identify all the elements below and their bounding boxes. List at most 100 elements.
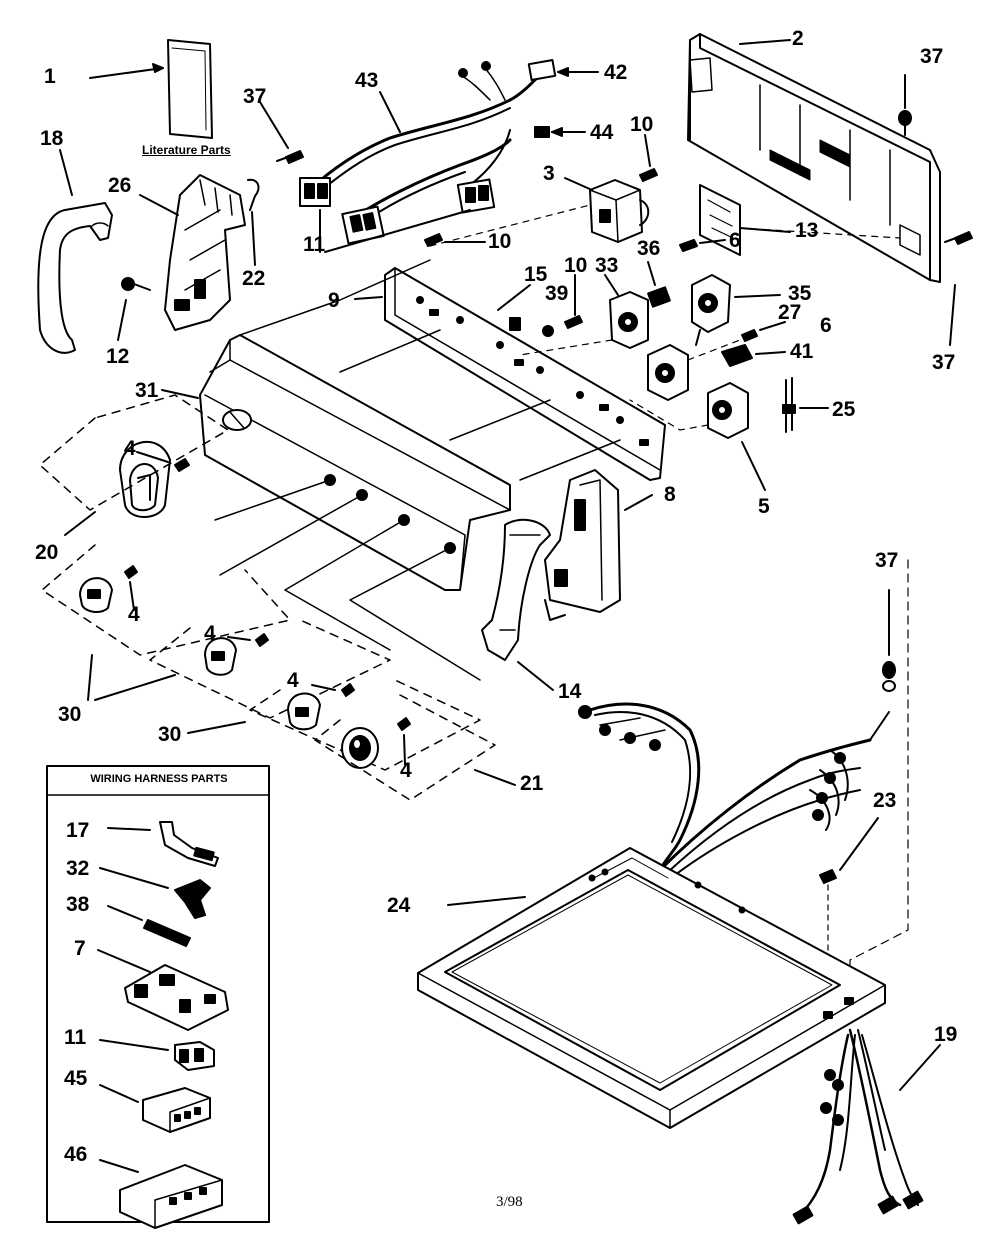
arrow-1 xyxy=(152,63,164,73)
callout-37: 37 xyxy=(932,351,956,374)
leader-19 xyxy=(899,1044,941,1091)
callout-12: 12 xyxy=(106,345,130,368)
dash-box-21 xyxy=(314,694,496,801)
callout-23: 23 xyxy=(873,789,897,812)
screw-37-a xyxy=(276,150,304,164)
leader-36 xyxy=(647,261,656,286)
callout-11: 11 xyxy=(303,233,326,256)
callout-43: 43 xyxy=(355,69,379,92)
leader-30a xyxy=(87,654,93,701)
part-14-end-cap xyxy=(481,518,551,661)
leader-4b xyxy=(129,581,135,611)
callout-13: 13 xyxy=(795,219,819,242)
part-43-wire-harness xyxy=(299,59,557,245)
part-30-knob-c xyxy=(287,692,321,731)
callout-8: 8 xyxy=(664,483,676,506)
callout-17: 17 xyxy=(66,819,90,842)
wiring-harness-box-title: WIRING HARNESS PARTS xyxy=(90,773,228,785)
dash-37 xyxy=(849,559,909,1001)
part-18-end-cap xyxy=(37,202,113,354)
part-11-connector xyxy=(174,1041,215,1071)
leader-8 xyxy=(624,494,653,511)
part-19-harness-a xyxy=(578,702,701,872)
leader-6a xyxy=(699,239,726,244)
screw-37-b xyxy=(898,110,912,136)
leader-27 xyxy=(759,321,786,331)
callout-37: 37 xyxy=(920,45,944,68)
screw-10-c xyxy=(564,315,583,329)
callout-18: 18 xyxy=(40,127,64,150)
part-12-screw xyxy=(121,277,151,291)
leader-7 xyxy=(97,949,151,973)
callout-9: 9 xyxy=(328,289,340,312)
part-5-switch xyxy=(707,382,749,439)
part-20-timer-knob xyxy=(119,441,171,518)
leader-12 xyxy=(117,299,127,341)
screw-6-b xyxy=(741,329,758,342)
leader-1 xyxy=(89,67,164,79)
callout-22: 22 xyxy=(242,267,266,290)
leader-46 xyxy=(99,1159,139,1173)
leader-26 xyxy=(139,194,179,216)
dash-box-30a xyxy=(41,544,291,656)
callout-19: 19 xyxy=(934,1023,958,1046)
part-4-clip-a xyxy=(174,458,190,472)
part-25-rod xyxy=(782,377,796,433)
leader-15 xyxy=(497,284,531,311)
callout-4: 4 xyxy=(287,669,299,692)
part-4-clip-e xyxy=(397,717,411,731)
part-3-switch xyxy=(589,179,650,243)
part-46-housing xyxy=(119,1164,223,1229)
leader-11-box xyxy=(99,1039,169,1051)
arrow-44 xyxy=(551,127,563,137)
part-38-sleeve xyxy=(143,919,191,947)
part-32-connector xyxy=(174,879,211,919)
callout-4: 4 xyxy=(128,603,140,626)
dash-box-30b xyxy=(149,619,391,719)
leader-14 xyxy=(517,661,554,691)
part-6-switch xyxy=(647,344,689,401)
leader-22 xyxy=(251,211,256,266)
callout-35: 35 xyxy=(788,282,812,305)
part-45-housing xyxy=(142,1087,211,1133)
part-21-knob xyxy=(341,727,379,769)
callout-33: 33 xyxy=(595,254,619,277)
leader-4d xyxy=(311,684,336,691)
part-31-console xyxy=(199,259,621,591)
part-2-back-panel xyxy=(687,33,941,283)
part-17-terminal xyxy=(159,821,219,867)
dash-33 xyxy=(519,339,613,356)
leader-11b xyxy=(324,209,471,253)
part-36-knob xyxy=(647,286,671,308)
callout-44: 44 xyxy=(590,121,614,144)
leader-24 xyxy=(447,896,526,906)
leader-20 xyxy=(64,511,96,536)
callout-30: 30 xyxy=(158,723,182,746)
arrow-42 xyxy=(557,67,569,77)
part-1-literature xyxy=(167,39,213,139)
dash-box-20 xyxy=(39,394,229,511)
dash-10b xyxy=(429,204,591,247)
callout-42: 42 xyxy=(604,61,628,84)
callout-21: 21 xyxy=(520,772,544,795)
callout-6: 6 xyxy=(729,229,741,252)
part-19-harness-c xyxy=(792,1028,924,1225)
literature-parts-label: Literature Parts xyxy=(142,143,231,157)
dash-5 xyxy=(629,399,709,431)
part-23-screw xyxy=(819,869,837,884)
callout-31: 31 xyxy=(135,379,159,402)
callout-6: 6 xyxy=(820,314,832,337)
screw-10-b xyxy=(424,233,443,247)
leader-45 xyxy=(99,1084,139,1103)
leader-21 xyxy=(474,769,516,786)
callout-37: 37 xyxy=(243,85,267,108)
part-44-clip xyxy=(534,126,550,138)
part-30-knob-a xyxy=(79,577,113,613)
leader-5 xyxy=(741,441,766,491)
leader-41 xyxy=(755,351,786,355)
leader-37a xyxy=(259,101,289,149)
leader-2 xyxy=(739,39,791,45)
date-code: 3/98 xyxy=(496,1194,523,1210)
